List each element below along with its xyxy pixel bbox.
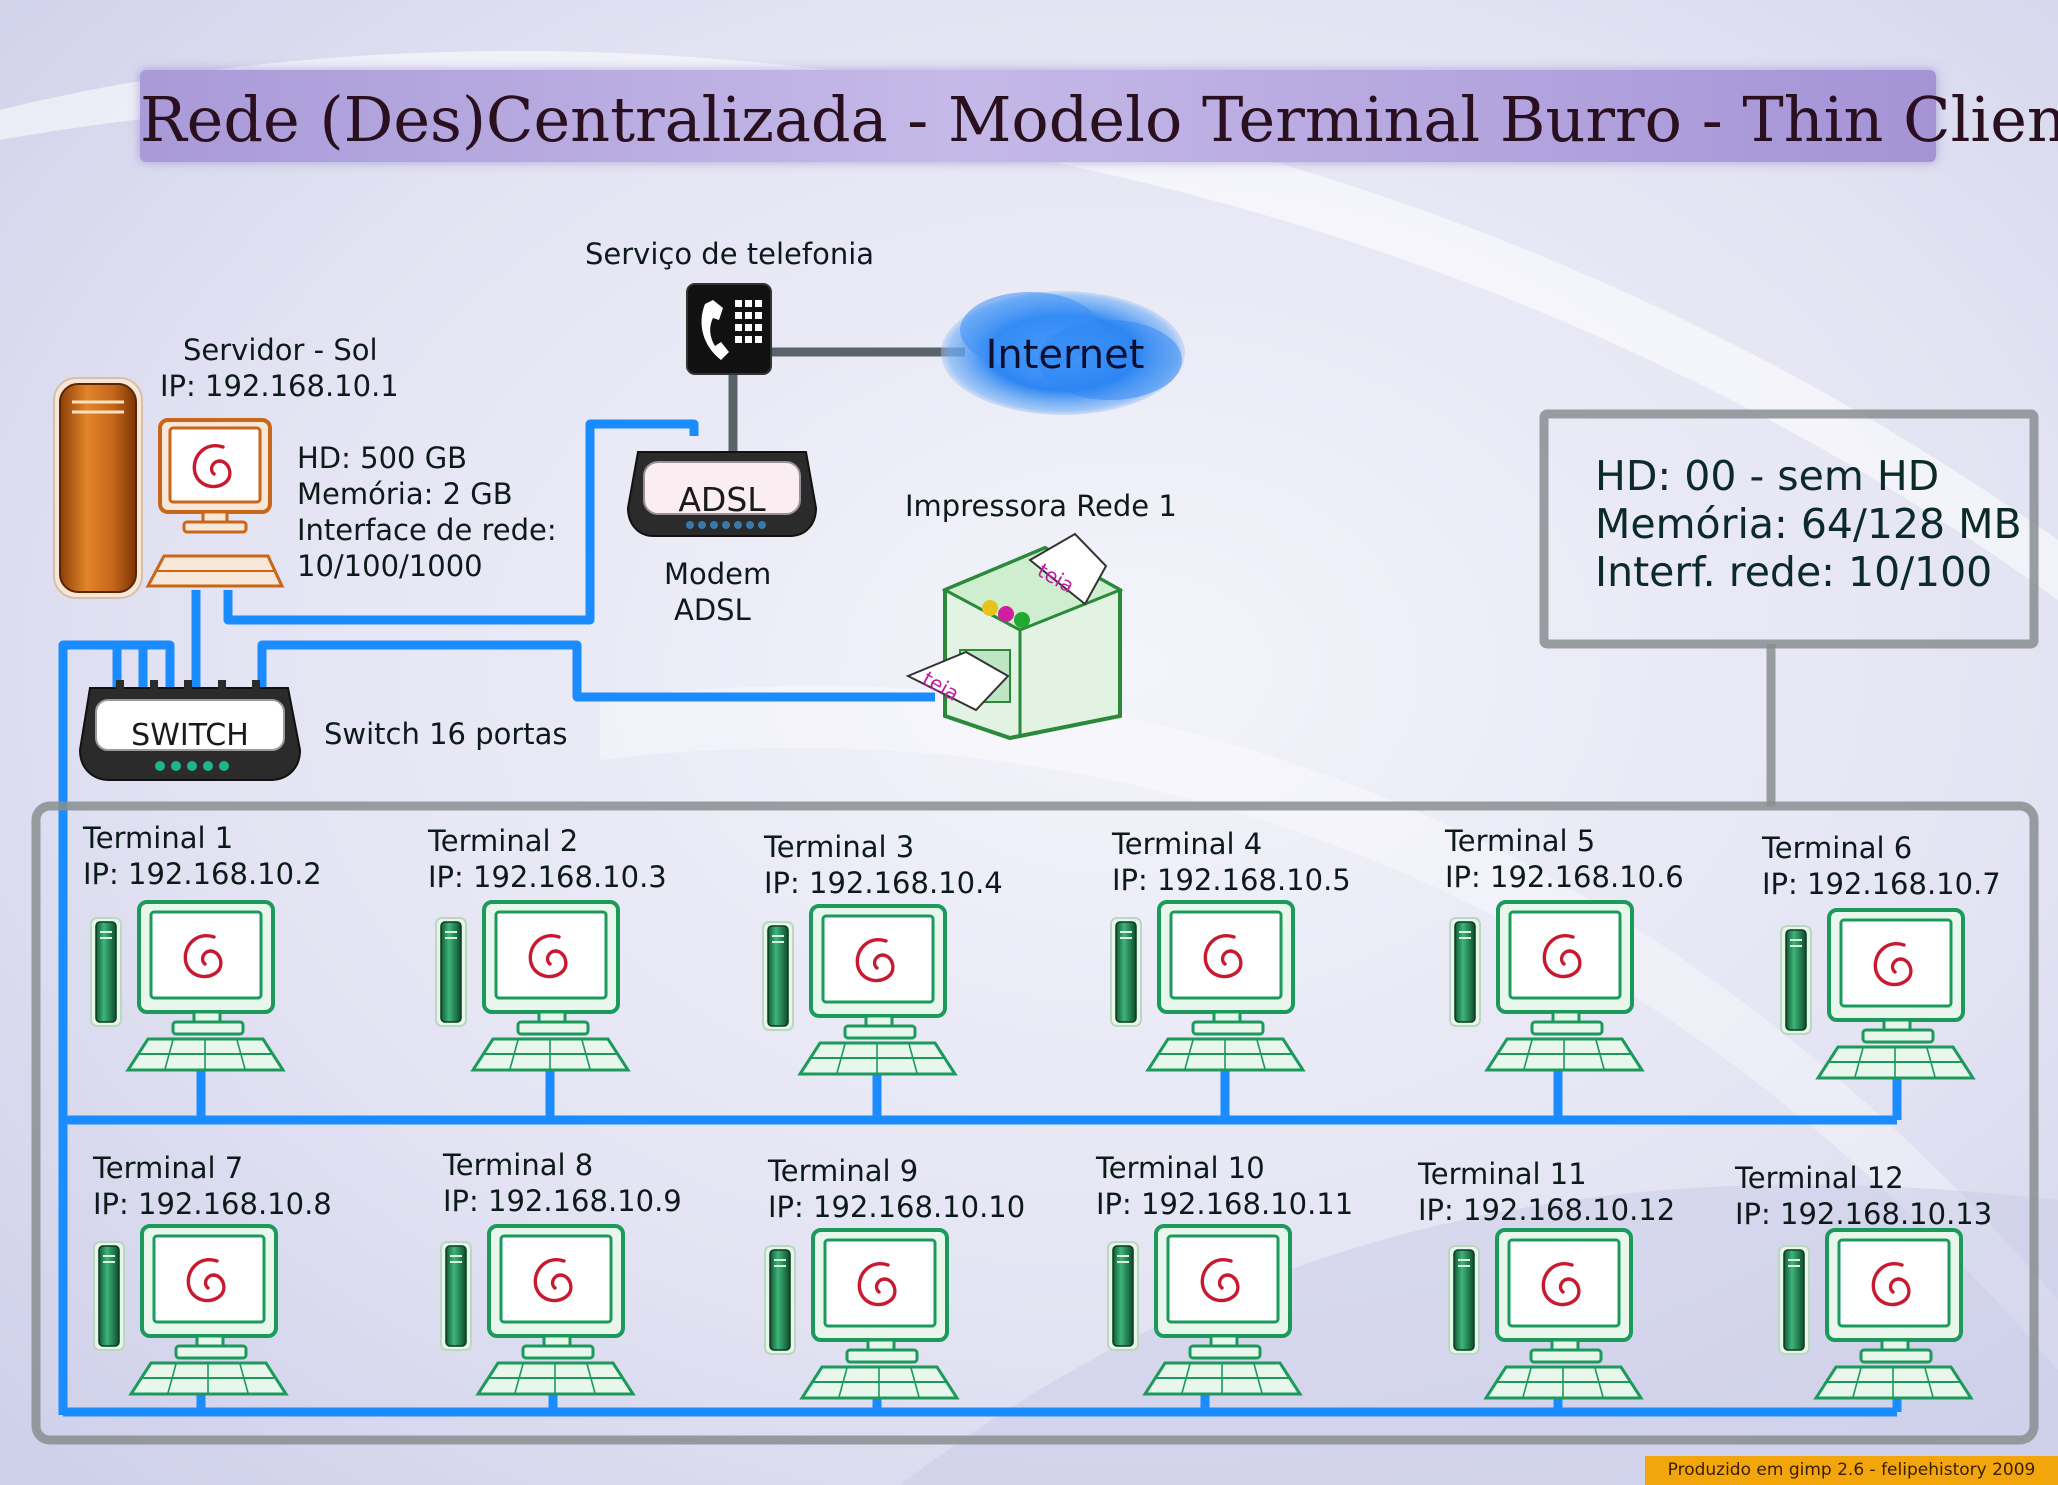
terminal-spec-nic: Interf. rede: 10/100 bbox=[1595, 548, 1993, 596]
switch-icon bbox=[78, 680, 302, 781]
server-name: Servidor - Sol bbox=[183, 333, 378, 367]
diagram-title: Rede (Des)Centralizada - Modelo Terminal… bbox=[140, 83, 2058, 156]
server-spec-memory: Memória: 2 GB bbox=[297, 477, 513, 511]
terminal-3-ip: IP: 192.168.10.4 bbox=[764, 866, 1003, 900]
modem-device-text: ADSL bbox=[678, 480, 766, 519]
printer-icon bbox=[905, 532, 1124, 741]
title-banner bbox=[140, 70, 1936, 162]
terminal-spec-hd: HD: 00 - sem HD bbox=[1595, 452, 1940, 500]
terminal-2-name: Terminal 2 bbox=[428, 824, 579, 858]
terminal-7-name: Terminal 7 bbox=[93, 1151, 244, 1185]
credit-footer: Produzido em gimp 2.6 - felipehistory 20… bbox=[1645, 1456, 2058, 1485]
terminal-5-ip: IP: 192.168.10.6 bbox=[1445, 860, 1684, 894]
terminal-4-ip: IP: 192.168.10.5 bbox=[1112, 863, 1351, 897]
printer-label: Impressora Rede 1 bbox=[905, 489, 1177, 523]
terminal-7-ip: IP: 192.168.10.8 bbox=[93, 1187, 332, 1221]
switch-label: Switch 16 portas bbox=[324, 717, 568, 751]
terminal-12-name: Terminal 12 bbox=[1735, 1161, 1904, 1195]
terminal-4-name: Terminal 4 bbox=[1112, 827, 1263, 861]
terminal-10-name: Terminal 10 bbox=[1096, 1151, 1265, 1185]
terminal-group-callout bbox=[31, 409, 2039, 1445]
terminal-3-name: Terminal 3 bbox=[764, 830, 915, 864]
terminal-1-ip: IP: 192.168.10.2 bbox=[83, 857, 322, 891]
telephony-label: Serviço de telefonia bbox=[585, 237, 875, 271]
terminal-spec-memory: Memória: 64/128 MB bbox=[1595, 500, 2022, 548]
modem-icon bbox=[626, 451, 818, 537]
switch-device-text: SWITCH bbox=[131, 718, 249, 753]
modem-label-line2: ADSL bbox=[674, 593, 751, 627]
background-swoosh bbox=[600, 685, 2058, 1370]
server-spec-nic: Interface de rede: bbox=[297, 513, 557, 547]
terminal-10-ip: IP: 192.168.10.11 bbox=[1096, 1187, 1354, 1221]
terminal-9-name: Terminal 9 bbox=[768, 1154, 919, 1188]
terminal-9-ip: IP: 192.168.10.10 bbox=[768, 1190, 1026, 1224]
server-icon bbox=[53, 377, 285, 599]
terminal-5-name: Terminal 5 bbox=[1445, 824, 1596, 858]
terminal-1-name: Terminal 1 bbox=[83, 821, 234, 855]
terminal-8-name: Terminal 8 bbox=[443, 1148, 594, 1182]
modem-label-line1: Modem bbox=[664, 557, 772, 591]
terminal-2-ip: IP: 192.168.10.3 bbox=[428, 860, 667, 894]
gray-cables bbox=[728, 347, 965, 452]
terminal-12-ip: IP: 192.168.10.13 bbox=[1735, 1197, 1993, 1231]
terminal-6-ip: IP: 192.168.10.7 bbox=[1762, 867, 2001, 901]
terminal-11-name: Terminal 11 bbox=[1418, 1157, 1587, 1191]
internet-cloud-icon bbox=[941, 291, 1185, 415]
internet-label: Internet bbox=[985, 332, 1145, 378]
server-spec-hd: HD: 500 GB bbox=[297, 441, 468, 475]
terminal-8-ip: IP: 192.168.10.9 bbox=[443, 1184, 682, 1218]
server-spec-nic-speed: 10/100/1000 bbox=[297, 549, 483, 583]
telephone-icon bbox=[686, 283, 772, 375]
terminal-6-name: Terminal 6 bbox=[1762, 831, 1913, 865]
server-ip: IP: 192.168.10.1 bbox=[160, 369, 399, 403]
terminal-11-ip: IP: 192.168.10.12 bbox=[1418, 1193, 1676, 1227]
